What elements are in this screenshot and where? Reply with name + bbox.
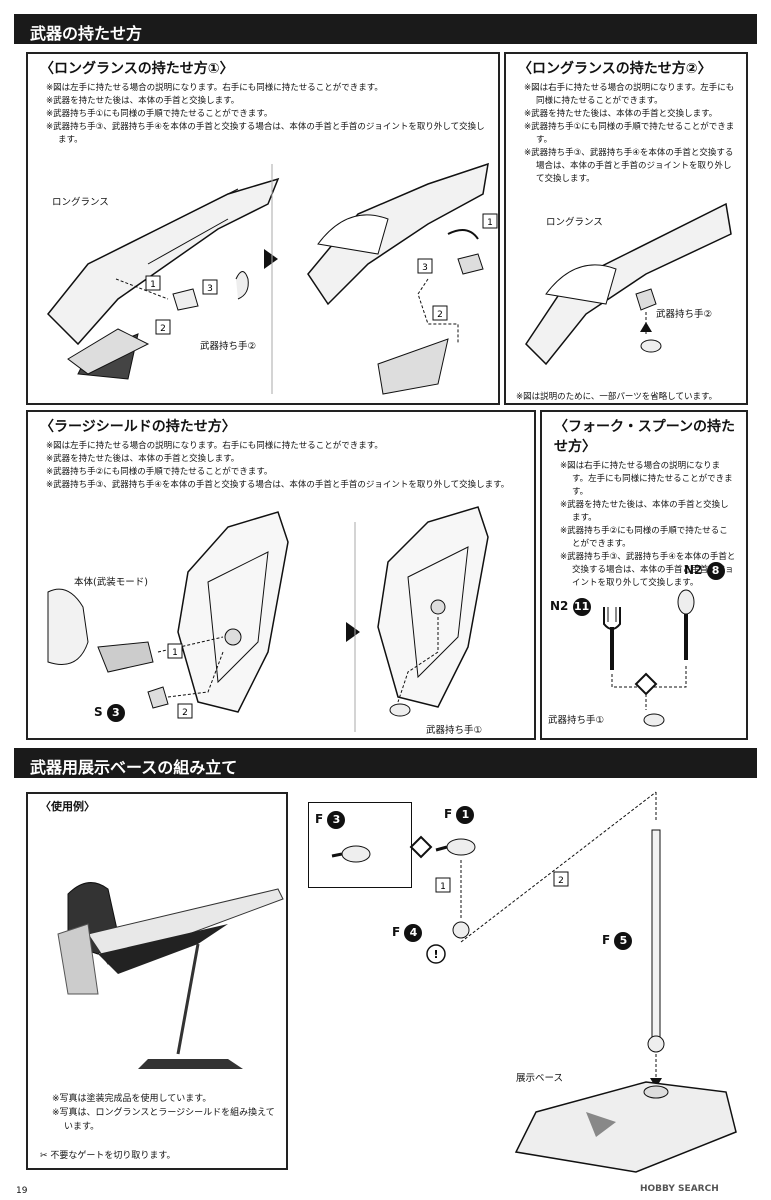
note: ※武器持ち手③、武器持ち手④を本体の手首と交換する場合は、本体の手首と手首のジョ… [46,122,485,145]
note: ※武器を持たせた後は、本体の手首と交換します。 [560,500,729,523]
part-number: 5 [614,932,633,950]
label-longlance: ロングランス [546,217,603,228]
step-label: 2 [160,324,166,334]
part-letter: F [444,807,453,821]
panel-fork-spoon: 〈フォーク・スプーンの持たせ方〉 ※図は右手に持たせる場合の説明になります。左手… [540,410,748,740]
part-letter: F [392,925,401,939]
note: ※武器を持たせた後は、本体の手首と交換します。 [524,109,718,119]
part-number: 1 [456,806,475,824]
panel-example: 〈使用例〉 ※写真は塗装完成品を使用しています。 ※写真は、ロングランスとラージ… [26,792,288,1170]
part-letter: F [602,933,611,947]
section-header-base: 武器用展示ベースの組み立て [14,748,757,778]
label-weapon-hand: 武器持ち手① [426,725,483,736]
part-number: 8 [706,562,725,580]
example-photo [57,882,284,1069]
panel-longlance-2: 〈ロングランスの持たせ方②〉 ※図は右手に持たせる場合の説明になります。左手にも… [504,52,748,405]
notes: ※図は右手に持たせる場合の説明になります。左手にも同様に持たせることができます。… [560,460,746,590]
part-label-f1: F 1 [444,806,475,824]
label-weapon-hand: 武器持ち手① [548,715,605,726]
label-weapon-hand: 武器持ち手② [200,341,257,352]
note: ※武器持ち手①にも同様の手順で持たせることができます。 [46,109,273,119]
panel-title: 〈フォーク・スプーンの持たせ方〉 [554,419,736,455]
longlance-illustration-1: 1 2 3 1 3 2 [46,162,498,395]
part-box-f3: F 3 [308,802,412,888]
note: ※図は左手に持たせる場合の説明になります。右手にも同様に持たせることができます。 [46,441,383,451]
notes: ※図は左手に持たせる場合の説明になります。右手にも同様に持たせることができます。… [46,440,534,492]
part-letter: S [94,705,103,719]
note: ※武器持ち手②にも同様の手順で持たせることができます。 [560,526,728,549]
part-letter: N2 [684,563,703,577]
base-assembly-diagram: F 3 F 1 F 4 F 5 展示ベース 1 ! 2 [296,791,756,1177]
panel-title: 〈ロングランスの持たせ方②〉 [518,61,712,77]
watermark: HOBBY SEARCH [640,1184,719,1194]
notes: ※図は左手に持たせる場合の説明になります。右手にも同様に持たせることができます。… [46,82,498,147]
panel-longlance-1: 〈ロングランスの持たせ方①〉 ※図は左手に持たせる場合の説明になります。右手にも… [26,52,500,405]
note: ※写真は、ロングランスとラージシールドを組み換えています。 [52,1108,275,1132]
section-header-weapons: 武器の持たせ方 [14,14,757,44]
step-label: 3 [207,284,213,294]
note: ※武器持ち手②にも同様の手順で持たせることができます。 [46,467,273,477]
section-title: 武器用展示ベースの組み立て [30,758,238,777]
step-label: 1 [172,648,178,658]
label-longlance: ロングランス [52,197,109,208]
notes: ※図は右手に持たせる場合の説明になります。左手にも同様に持たせることができます。… [524,82,746,186]
section-title: 武器の持たせ方 [30,24,143,43]
step-label: 2 [182,708,188,718]
label-body: 本体(武装モード) [74,577,148,588]
part-letter: N2 [550,599,569,613]
part-label: F 3 [315,811,346,829]
part-number: 3 [327,811,346,829]
note: ※武器を持たせた後は、本体の手首と交換します。 [46,96,240,106]
notes: ※写真は塗装完成品を使用しています。 ※写真は、ロングランスとラージシールドを組… [52,1092,286,1134]
step-label: 1 [440,882,446,892]
nipper-icon: ✂ [40,1151,48,1161]
panel-title: 〈使用例〉 [40,800,95,813]
panel-shield: 〈ラージシールドの持たせ方〉 ※図は左手に持たせる場合の説明になります。右手にも… [26,410,536,740]
part-number: 3 [106,704,125,722]
note: ※武器持ち手③、武器持ち手④を本体の手首と交換する場合は、本体の手首と手首のジョ… [524,148,734,184]
shield-illustration: 1 2 [47,506,489,732]
step-label: 3 [422,263,428,273]
step-label: 2 [437,310,443,320]
note: ※写真は塗装完成品を使用しています。 [52,1094,212,1104]
part-label-fork: N2 11 [550,598,591,616]
note: ※武器持ち手①にも同様の手順で持たせることができます。 [524,122,735,145]
gate-note: ✂ 不要なゲートを切り取ります。 [40,1148,176,1161]
part-number: 4 [404,924,423,942]
part-label-f5: F 5 [602,932,633,950]
longlance-illustration-2 [525,202,732,366]
step-label: 2 [558,876,564,886]
caution-icon: ! [433,948,438,961]
panel-title: 〈ラージシールドの持たせ方〉 [40,419,236,435]
note: ※武器持ち手③、武器持ち手④を本体の手首と交換する場合は、本体の手首と手首のジョ… [560,552,736,588]
part-letter: F [315,812,324,826]
step-label: 1 [487,218,493,228]
footnote: ※図は説明のために、一部パーツを省略しています。 [516,392,718,402]
base-illustration: 1 ! 2 [331,791,737,1173]
label-display-base: 展示ベース [516,1073,564,1084]
part-label-f4: F 4 [392,924,423,942]
page-number: 19 [16,1186,28,1196]
note: ※図は右手に持たせる場合の説明になります。左手にも同様に持たせることができます。 [560,461,733,497]
panel-title: 〈ロングランスの持たせ方①〉 [40,61,234,77]
gate-note-text: 不要なゲートを切り取ります。 [50,1151,176,1161]
note: ※武器を持たせた後は、本体の手首と交換します。 [46,454,240,464]
part-label-spoon: N2 8 [684,562,725,580]
part-label: S 3 [94,704,125,722]
note: ※図は左手に持たせる場合の説明になります。右手にも同様に持たせることができます。 [46,83,383,93]
part-number: 11 [572,598,591,616]
step-label: 1 [150,280,156,290]
note: ※図は右手に持たせる場合の説明になります。左手にも同様に持たせることができます。 [524,83,735,106]
fork-spoon-illustration [603,589,695,727]
note: ※武器持ち手③、武器持ち手④を本体の手首と交換する場合は、本体の手首と手首のジョ… [46,480,510,490]
label-weapon-hand: 武器持ち手② [656,309,713,320]
